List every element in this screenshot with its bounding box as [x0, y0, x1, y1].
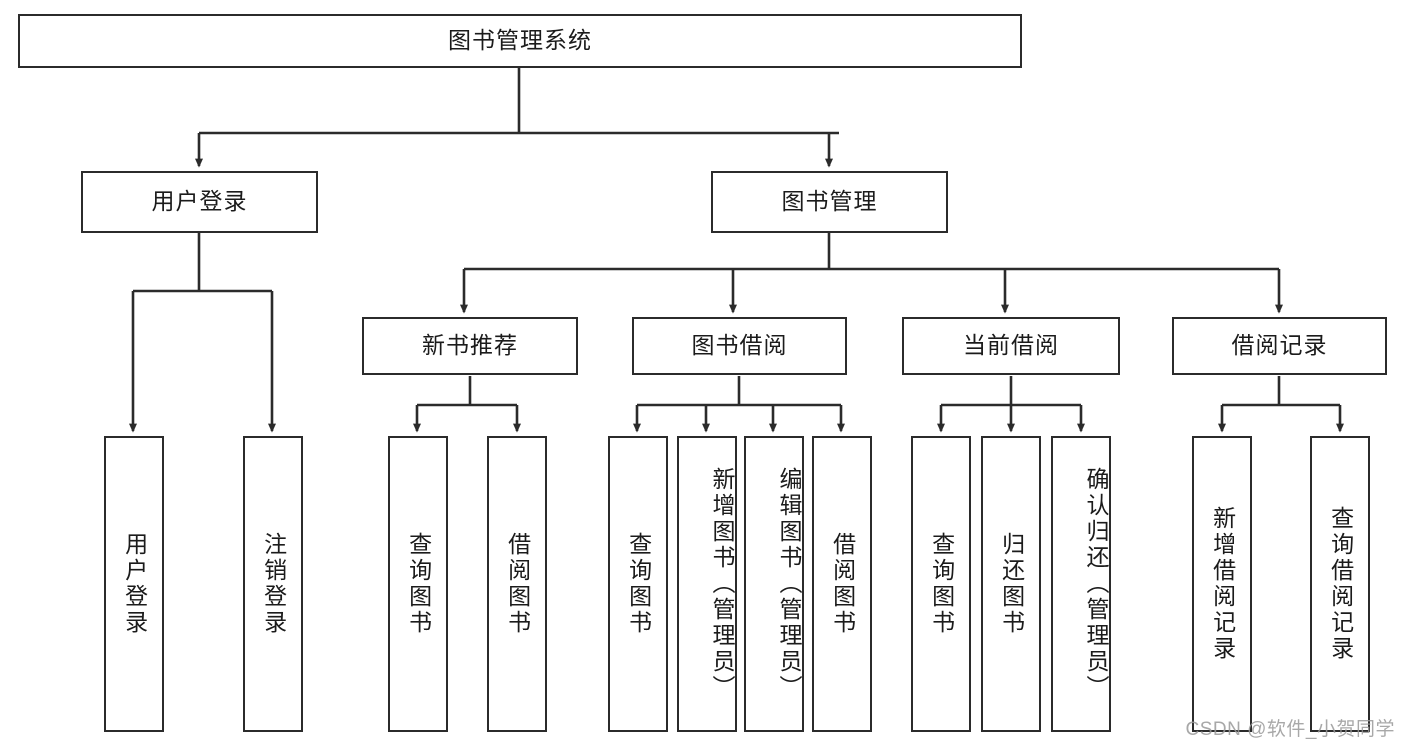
watermark-text: CSDN @软件_小贺同学: [1185, 719, 1395, 740]
node-leaf-edit-book-admin[interactable]: 编辑图书（管理员）: [744, 436, 804, 732]
node-label: 借阅记录: [1231, 332, 1328, 359]
node-leaf-logout[interactable]: 注销登录: [243, 436, 303, 732]
node-leaf-query-book-borrow[interactable]: 查询图书: [608, 436, 668, 732]
node-label: 用户登录: [121, 532, 148, 636]
node-label: 查询借阅记录: [1327, 506, 1354, 662]
node-label: 图书管理系统: [448, 27, 592, 54]
node-label: 查询图书: [928, 532, 955, 636]
node-label: 新书推荐: [422, 332, 518, 359]
node-book-management[interactable]: 图书管理: [711, 171, 948, 233]
node-label: 确认归还（管理员）: [1083, 467, 1109, 701]
node-leaf-add-book-admin[interactable]: 新增图书（管理员）: [677, 436, 737, 732]
node-leaf-user-login[interactable]: 用户登录: [104, 436, 164, 732]
node-label: 编辑图书（管理员）: [776, 467, 802, 701]
node-label: 新增图书（管理员）: [709, 467, 735, 701]
node-leaf-return-book[interactable]: 归还图书: [981, 436, 1041, 732]
node-current-borrow[interactable]: 当前借阅: [902, 317, 1120, 375]
node-borrow-record[interactable]: 借阅记录: [1172, 317, 1387, 375]
node-label: 用户登录: [151, 188, 248, 215]
node-book-borrow[interactable]: 图书借阅: [632, 317, 847, 375]
node-label: 借阅图书: [829, 532, 856, 636]
node-leaf-query-book-newbook[interactable]: 查询图书: [388, 436, 448, 732]
node-label: 新增借阅记录: [1209, 506, 1236, 662]
node-leaf-query-book-current[interactable]: 查询图书: [911, 436, 971, 732]
node-label: 图书借阅: [691, 332, 788, 359]
node-leaf-add-borrow-record[interactable]: 新增借阅记录: [1192, 436, 1252, 732]
node-label: 查询图书: [405, 532, 432, 636]
node-new-book-recommend[interactable]: 新书推荐: [362, 317, 578, 375]
node-label: 注销登录: [260, 532, 287, 636]
node-user-login[interactable]: 用户登录: [81, 171, 318, 233]
node-label: 归还图书: [998, 532, 1025, 636]
node-label: 图书管理: [781, 188, 878, 215]
node-leaf-query-borrow-record[interactable]: 查询借阅记录: [1310, 436, 1370, 732]
node-label: 查询图书: [625, 532, 652, 636]
node-root-system[interactable]: 图书管理系统: [18, 14, 1022, 68]
node-leaf-confirm-return-admin[interactable]: 确认归还（管理员）: [1051, 436, 1111, 732]
node-label: 借阅图书: [504, 532, 531, 636]
node-leaf-borrow-book-newbook[interactable]: 借阅图书: [487, 436, 547, 732]
node-label: 当前借阅: [963, 332, 1059, 359]
node-leaf-borrow-book[interactable]: 借阅图书: [812, 436, 872, 732]
